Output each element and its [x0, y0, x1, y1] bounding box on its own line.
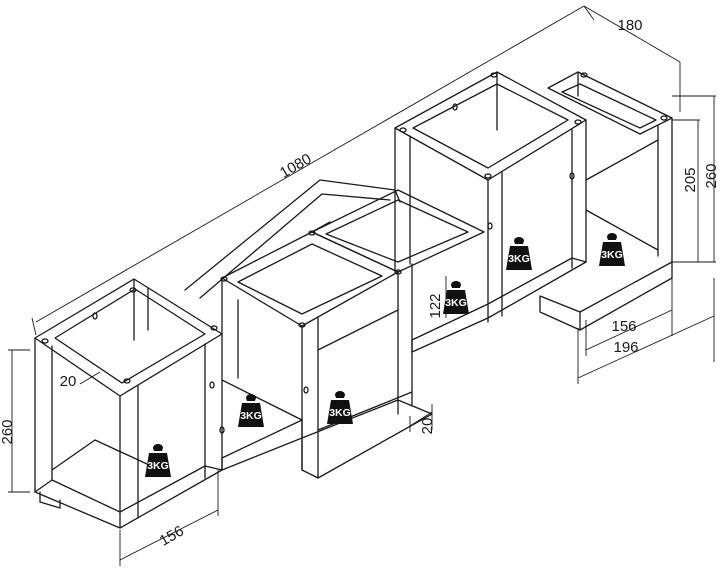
- dim-height-right-outer: 260: [703, 163, 720, 188]
- dim-depth: 180: [617, 17, 642, 34]
- weight-label: 3KG: [329, 407, 351, 419]
- weight-label: 3KG: [147, 460, 169, 472]
- weight-icon: 3KG: [238, 394, 264, 427]
- weight-label: 3KG: [508, 253, 530, 265]
- dowel-holes: [41, 72, 668, 434]
- dim-total-length: 1080: [277, 150, 314, 181]
- weight-icon: 3KG: [145, 444, 171, 477]
- weight-label: 3KG: [601, 249, 623, 261]
- dim-height-left: 260: [0, 419, 16, 444]
- middle-upper-cells: [221, 189, 485, 479]
- weight-icon: 3KG: [327, 391, 353, 424]
- dim-thickness-center: 20: [419, 418, 436, 435]
- weight-icon: 3KG: [443, 281, 469, 314]
- dim-height-right-inner: 205: [682, 167, 699, 192]
- dim-inner-height: 122: [427, 293, 444, 318]
- dimension-labels: 1080 180 205 260 156 196 260 20 156 20 1…: [0, 17, 720, 550]
- weight-icon: 3KG: [506, 237, 532, 270]
- dim-inner-width-right: 156: [611, 318, 636, 335]
- dim-outer-width-right: 196: [613, 339, 638, 356]
- weight-label: 3KG: [445, 297, 467, 309]
- far-right-cube: [539, 71, 673, 331]
- weight-icon: 3KG: [599, 233, 625, 266]
- dim-inner-width-left: 156: [157, 522, 187, 549]
- back-top-rail: [184, 179, 401, 299]
- left-cube: [34, 278, 223, 529]
- upper-right-cube: [394, 71, 587, 353]
- weight-label: 3KG: [240, 410, 262, 422]
- weights: 3KG 3KG 3KG 3KG 3KG 3KG: [145, 233, 625, 477]
- dim-thickness-left: 20: [60, 373, 77, 390]
